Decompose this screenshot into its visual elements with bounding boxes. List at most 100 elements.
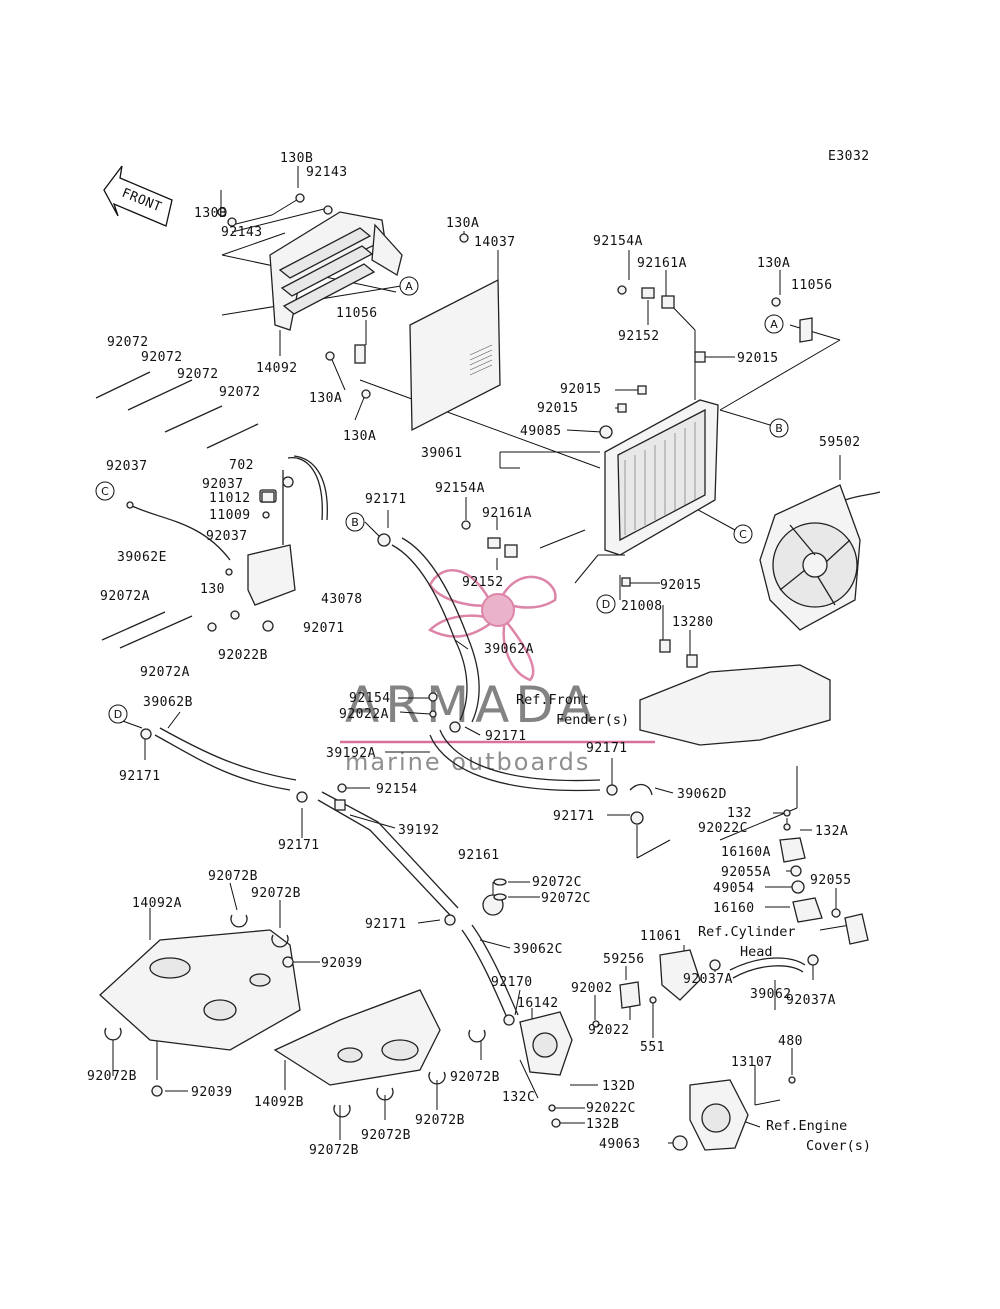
part-label: 92072C [532,875,582,890]
part-label: 92154 [349,691,391,706]
part-label: 21008 [621,599,663,614]
pump-cover-11061 [659,949,701,1001]
callout-circle-a-2: A [764,314,784,334]
skid-plate-14092b [273,989,441,1086]
propeller-logo-icon [427,569,557,682]
engine-cover-ref [672,1079,749,1151]
part-label: 59502 [819,435,861,450]
part-label: 92171 [553,809,595,824]
svg-text:C: C [101,485,109,498]
part-label: 16160 [713,901,755,916]
part-label: 92072A [140,665,190,680]
hose-39062 [729,957,806,971]
front-direction-arrow: FRONT [103,165,173,227]
svg-text:B: B [775,422,783,435]
part-label: 702 [229,458,254,473]
part-label: 92072B [450,1070,500,1085]
part-label: 92072A [100,589,150,604]
part-label: 43078 [321,592,363,607]
ref-engine-cover-line2: Cover(s) [806,1138,871,1154]
part-label: 92171 [586,741,628,756]
part-label: 92037 [202,477,244,492]
part-label: 92072 [107,335,149,350]
watermark: ARMADA marine outboards [340,569,655,776]
part-label: 92154 [376,782,418,797]
part-label: 92072 [219,385,261,400]
part-label: 92154A [435,481,485,496]
part-label: 39062 [750,987,792,1002]
part-label: 92072B [87,1069,137,1084]
ref-front-fender-line2: Fender(s) [556,712,629,728]
radiator-39061 [599,399,719,556]
callout-circle-c-2: C [95,481,115,501]
cylinder-head-fitting [844,913,869,945]
part-label: 92171 [278,838,320,853]
part-label: 11012 [209,491,251,506]
part-label: 16160A [721,845,771,860]
part-label: 14037 [474,235,516,250]
part-label: 39192 [398,823,440,838]
part-label: 16142 [517,996,559,1011]
part-label: 132 [727,806,752,821]
part-label: 92015 [737,351,779,366]
radiator-fan-59502 [759,484,881,631]
part-label: 92072B [251,886,301,901]
part-label: 92015 [537,401,579,416]
thermostat-housing-16160 [792,897,823,923]
ref-cylinder-head-line1: Ref.Cylinder [698,924,796,940]
svg-text:D: D [114,708,122,721]
part-label: 14092B [254,1095,304,1110]
part-label: 92161 [458,848,500,863]
part-label: 39062D [677,787,727,802]
part-number-labels: 130B 92143 130B 92143 130A 14037 11056 1… [87,151,861,1158]
radiator-screen-14037 [409,278,501,432]
part-label: 92143 [221,225,263,240]
part-label: 92152 [462,575,504,590]
part-label: 92161A [482,506,532,521]
part-label: 11061 [640,929,682,944]
part-label: 39062B [143,695,193,710]
part-label: 92022B [218,648,268,663]
part-label: 130A [446,216,479,231]
part-label: 92170 [491,975,533,990]
part-label: 39062A [484,642,534,657]
part-label: 11009 [209,508,251,523]
water-pump-16142 [519,1011,573,1076]
callout-circle-d-1: D [596,594,616,614]
diagram-code: E3032 [828,149,870,164]
part-label: 92152 [618,329,660,344]
part-label: 92171 [485,729,527,744]
part-label: 59256 [603,952,645,967]
watermark-tagline: marine outboards [345,748,590,776]
part-label: 132D [602,1079,635,1094]
part-label: 132A [815,824,848,839]
part-label: 92171 [365,492,407,507]
part-label: 49054 [713,881,755,896]
part-label: 92072 [141,350,183,365]
part-label: 92171 [119,769,161,784]
pipe-39192 [317,799,451,916]
hose-39062c [461,929,509,1021]
part-label: 39062E [117,550,167,565]
part-label: 92072B [208,869,258,884]
part-label: 132C [502,1090,535,1105]
part-label: 13280 [672,615,714,630]
hose-39062b [154,734,291,791]
part-label: 92072B [415,1113,465,1128]
fasteners [126,193,841,1128]
part-shapes [95,193,881,1151]
svg-text:A: A [405,280,413,293]
part-label: 92039 [191,1085,233,1100]
part-label: 92037 [206,529,248,544]
part-label: 92022C [586,1101,636,1116]
part-label: 480 [778,1034,803,1049]
part-label: 551 [640,1040,665,1055]
front-fender-ref [639,664,831,746]
part-label: 92037 [106,459,148,474]
part-label: 92015 [560,382,602,397]
part-label: 92154A [593,234,643,249]
part-label: 92072B [309,1143,359,1158]
part-label: 92037A [683,972,733,987]
hose-39062a [391,544,468,721]
